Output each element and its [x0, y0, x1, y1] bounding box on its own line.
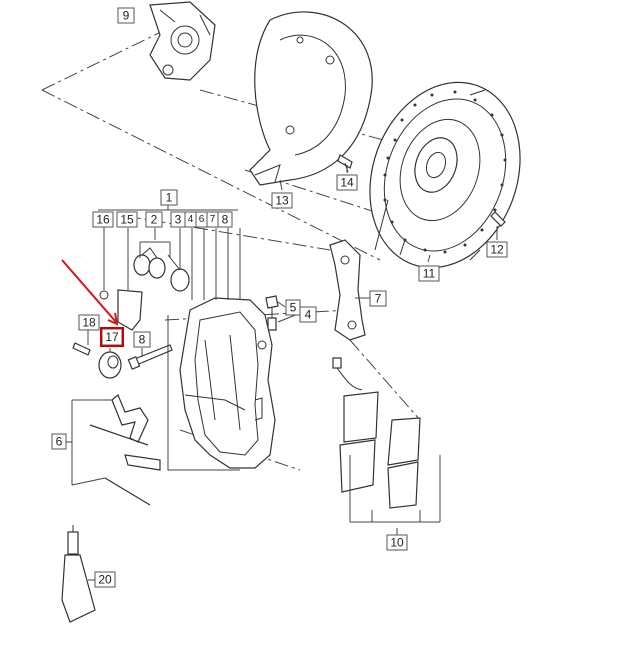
- label-6b-text: 6: [56, 435, 63, 449]
- label-9-text: 9: [123, 9, 130, 23]
- label-16: 16: [92, 211, 114, 228]
- label-20-text: 20: [98, 573, 112, 587]
- grease-tube: [61, 525, 96, 623]
- label-14: 14: [336, 174, 358, 191]
- label-16-text: 16: [96, 213, 110, 227]
- label-8b-text: 8: [139, 333, 146, 347]
- label-4a: 4: [184, 211, 197, 228]
- label-17-text: 17: [105, 330, 119, 344]
- label-7a-text: 7: [210, 214, 216, 225]
- label-13: 13: [271, 192, 293, 209]
- label-7b-text: 7: [375, 292, 382, 306]
- bolt-12: [490, 211, 506, 227]
- brake-pads: [339, 391, 421, 509]
- label-14-text: 14: [340, 176, 354, 190]
- label-6a: 6: [195, 211, 208, 228]
- label-5: 5: [285, 299, 301, 316]
- label-2-text: 2: [151, 213, 158, 227]
- label-18-text: 18: [82, 316, 96, 330]
- label-1: 1: [160, 189, 178, 206]
- label-8a: 8: [217, 211, 233, 228]
- label-2: 2: [145, 211, 163, 228]
- label-5-text: 5: [290, 301, 297, 315]
- label-4b-text: 4: [305, 308, 312, 322]
- guide-bolt: [127, 344, 173, 370]
- pad-wear-sensor: [332, 357, 363, 391]
- label-3-text: 3: [175, 213, 182, 227]
- leader-lines: [64, 8, 498, 581]
- bolt-14: [337, 154, 353, 173]
- highlight-arrow: [61, 259, 119, 326]
- label-4a-text: 4: [188, 214, 194, 225]
- label-7a: 7: [206, 211, 219, 228]
- label-17[interactable]: 17: [100, 327, 124, 347]
- label-13-text: 13: [275, 194, 289, 208]
- label-9: 9: [117, 7, 135, 24]
- label-8b: 8: [133, 331, 151, 348]
- label-15: 15: [116, 211, 138, 228]
- label-10-text: 10: [390, 536, 404, 550]
- label-15-text: 15: [120, 213, 134, 227]
- brake-disc: [369, 81, 521, 269]
- label-12: 12: [486, 241, 508, 258]
- label-11-text: 11: [423, 267, 436, 281]
- label-10: 10: [386, 534, 408, 551]
- label-18: 18: [78, 314, 100, 331]
- pad-retaining-clips: [89, 394, 161, 506]
- label-11: 11: [418, 265, 440, 282]
- splash-shield: [249, 11, 373, 186]
- label-6b: 6: [51, 433, 67, 450]
- caliper-pistons: [133, 247, 190, 292]
- label-12-text: 12: [490, 243, 504, 257]
- brake-caliper: [179, 297, 276, 469]
- label-4b: 4: [299, 306, 317, 323]
- label-3: 3: [170, 211, 186, 228]
- caliper-adapter: [329, 239, 366, 341]
- label-20: 20: [94, 571, 116, 588]
- bushing-part-17: [98, 351, 122, 379]
- label-6a-text: 6: [199, 214, 205, 225]
- label-1-text: 1: [166, 191, 173, 205]
- bolt-18: [72, 342, 91, 356]
- bracket-plate: [99, 289, 143, 331]
- label-7b: 7: [369, 290, 387, 307]
- label-8a-text: 8: [222, 213, 229, 227]
- steering-knuckle: [149, 1, 216, 81]
- disc-cross-drill-holes: [383, 90, 507, 254]
